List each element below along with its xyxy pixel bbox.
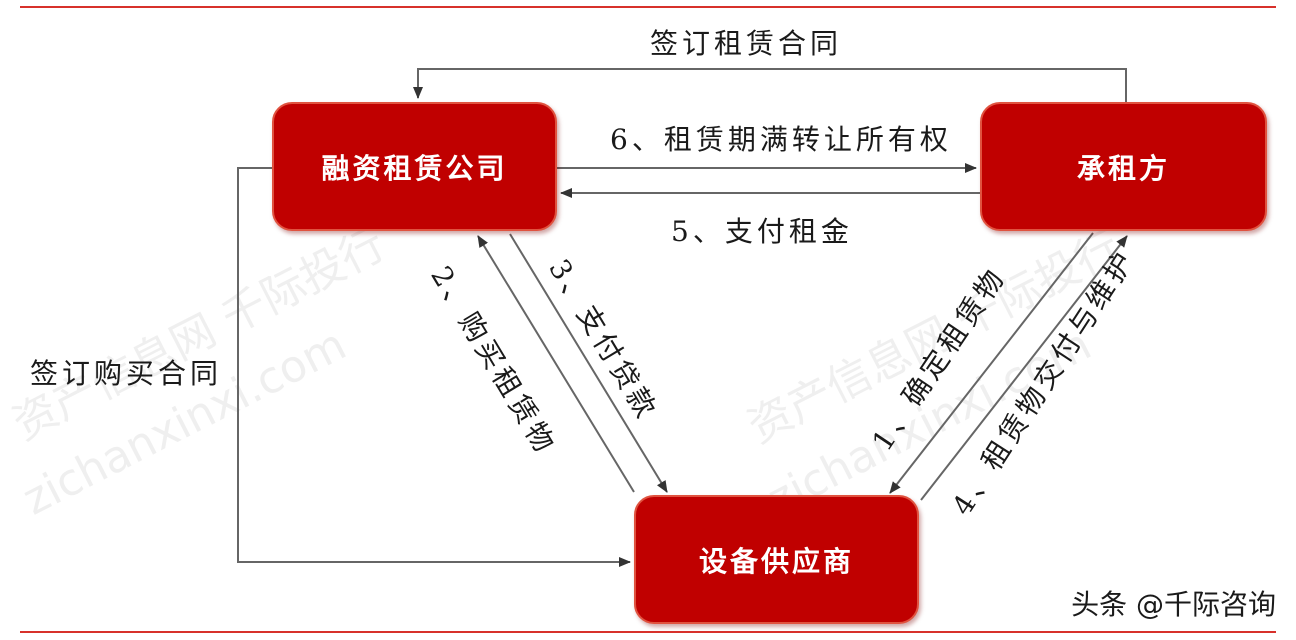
label-sign-lease-contract: 签订租赁合同 xyxy=(650,27,843,60)
arrow-sign-purchase-contract xyxy=(237,167,631,567)
arrow-step3-pay-loan xyxy=(509,233,668,493)
label-step5: 5、支付租金 xyxy=(671,215,853,248)
top-rule xyxy=(20,6,1276,8)
lessee-node: 承租方 xyxy=(980,102,1267,231)
lessee-label: 承租方 xyxy=(1076,151,1170,185)
supplier-node: 设备供应商 xyxy=(634,495,919,624)
label-sign-purchase-contract: 签订购买合同 xyxy=(30,357,223,390)
leasing-company-label: 融资租赁公司 xyxy=(321,151,508,185)
bottom-rule xyxy=(20,631,1276,633)
leasing-company-node: 融资租赁公司 xyxy=(272,102,557,231)
arrow-step2-purchase xyxy=(477,235,635,493)
source-credit: 头条 @千际咨询 xyxy=(1071,588,1276,621)
supplier-label: 设备供应商 xyxy=(698,544,854,578)
label-step6: 6、租赁期满转让所有权 xyxy=(610,123,952,156)
arrow-step4-deliver xyxy=(920,235,1128,501)
arrow-sign-lease-contract xyxy=(413,68,1127,102)
arrow-step1-determine xyxy=(889,232,1094,494)
